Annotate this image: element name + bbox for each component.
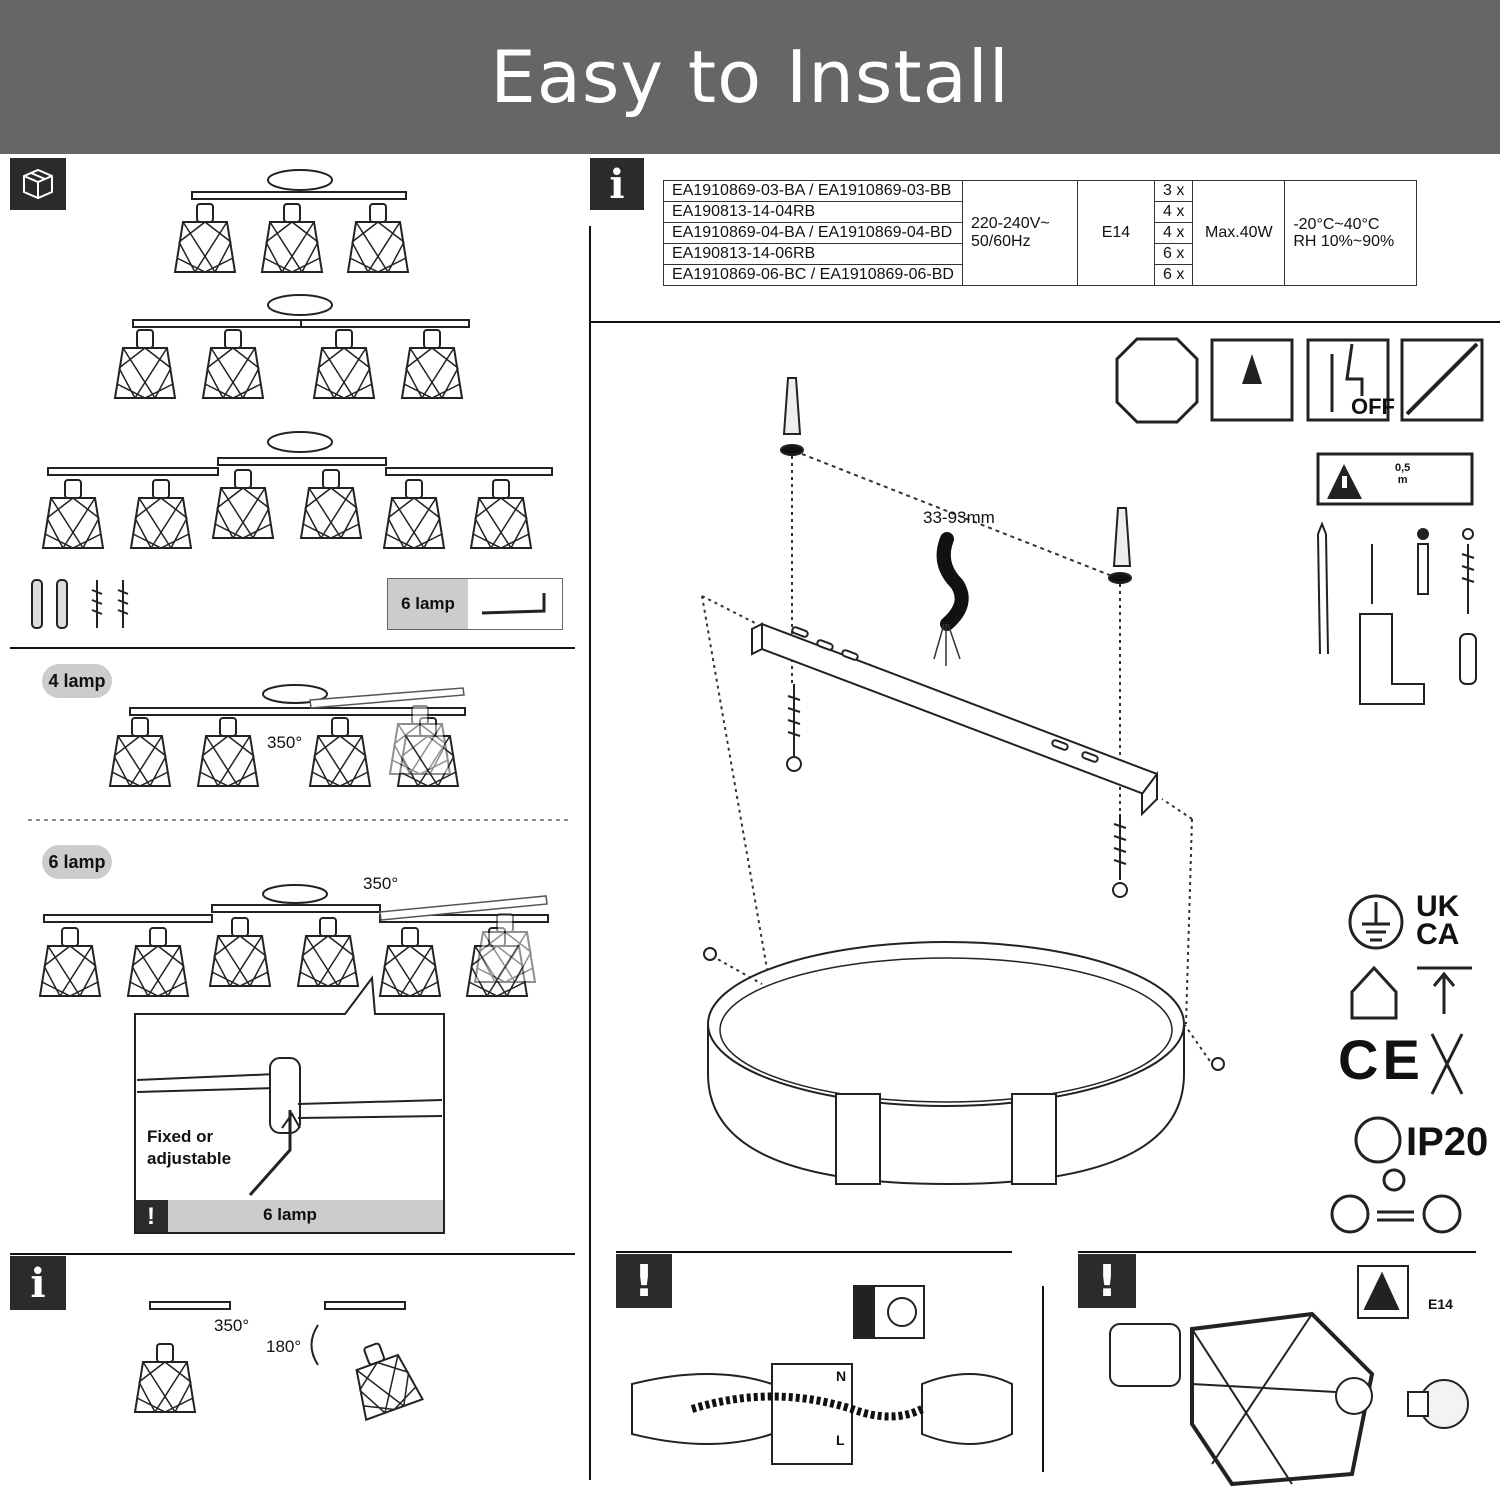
- svg-text:!: !: [147, 1203, 155, 1230]
- voltage-text: 220-240V~: [970, 215, 1050, 232]
- environment-cell: -20°C~40°C RH 10%~90%: [1284, 180, 1418, 286]
- detail-footer-label: 6 lamp: [263, 1205, 317, 1224]
- model-cell: EA1910869-04-BA / EA1910869-04-BD: [663, 222, 963, 244]
- four-lamp-rotation: [109, 684, 466, 787]
- hardware-parts: [31, 579, 129, 629]
- model-cell: EA190813-14-04RB: [663, 201, 963, 223]
- left-drawings: !: [31, 169, 553, 1421]
- info-icon: i: [10, 1256, 66, 1310]
- rotation-label: 350°: [267, 733, 303, 752]
- connector-live-label: L: [836, 1432, 845, 1448]
- ip-rating: IP20: [1406, 1120, 1489, 1164]
- section-4lamp-badge: 4 lamp: [42, 664, 112, 698]
- six-lamp-fixture: [42, 431, 553, 549]
- drill-depth-label: 0,5 m: [1395, 462, 1410, 486]
- drill-depth-value: 0,5: [1395, 462, 1411, 474]
- model-cell: EA1910869-06-BC / EA1910869-06-BD: [663, 264, 963, 286]
- qty-cell: 3 x: [1153, 180, 1194, 202]
- bulb-socket-label: E14: [1428, 1296, 1453, 1312]
- model-cell: EA190813-14-06RB: [663, 243, 963, 265]
- model-cell: EA1910869-03-BA / EA1910869-03-BB: [663, 180, 963, 202]
- switch-off-label: OFF: [1351, 394, 1395, 419]
- detail-box: !: [134, 975, 445, 1234]
- four-lamp-fixture: [114, 294, 470, 399]
- install-diagram: [631, 337, 1484, 1487]
- temperature-text: -20°C~40°C: [1293, 216, 1380, 233]
- rotation-label: 350°: [214, 1316, 250, 1335]
- spec-table: EA1910869-03-BA / EA1910869-03-BB 220-24…: [663, 180, 1418, 286]
- rotation-label: 350°: [363, 874, 399, 893]
- drill-depth-unit: m: [1397, 474, 1408, 486]
- voltage-cell: 220-240V~ 50/60Hz: [961, 180, 1078, 286]
- header-banner: Easy to Install: [0, 0, 1500, 154]
- qty-cell: 4 x: [1153, 222, 1194, 244]
- ukca-mark: UK CA: [1416, 890, 1460, 951]
- detail-caption-line: adjustable: [147, 1149, 232, 1168]
- warning-icon: !: [616, 1254, 672, 1308]
- qty-cell: 4 x: [1153, 201, 1194, 223]
- socket-cell: E14: [1076, 180, 1155, 286]
- mounting-distance-label: 33-93mm: [923, 508, 995, 527]
- package-key: 6 lamp: [387, 578, 563, 630]
- ukca-mark-line: CA: [1416, 918, 1460, 951]
- detail-caption: Fixed or adjustable: [147, 1126, 231, 1170]
- three-lamp-fixture: [174, 169, 409, 273]
- info-icon: i: [590, 158, 644, 210]
- allen-key-icon: [468, 579, 562, 629]
- box-icon: [10, 158, 66, 210]
- ukca-mark-line: UK: [1416, 890, 1460, 923]
- ce-mark: CE: [1338, 1028, 1424, 1091]
- power-cell: Max.40W: [1192, 180, 1286, 286]
- rotation-label: 180°: [266, 1337, 302, 1356]
- page-title: Easy to Install: [490, 35, 1010, 119]
- six-lamp-rotation: [39, 884, 549, 997]
- section-6lamp-badge: 6 lamp: [42, 845, 112, 879]
- humidity-text: RH 10%~90%: [1293, 233, 1395, 250]
- qty-cell: 6 x: [1153, 243, 1194, 265]
- package-label: 6 lamp: [388, 579, 468, 629]
- warning-icon: !: [1078, 1254, 1136, 1308]
- detail-caption-line: Fixed or: [147, 1127, 214, 1146]
- connector-neutral-label: N: [836, 1368, 847, 1384]
- qty-cell: 6 x: [1153, 264, 1194, 286]
- rotation-diagrams: [134, 1301, 424, 1421]
- frequency-text: 50/60Hz: [970, 233, 1031, 250]
